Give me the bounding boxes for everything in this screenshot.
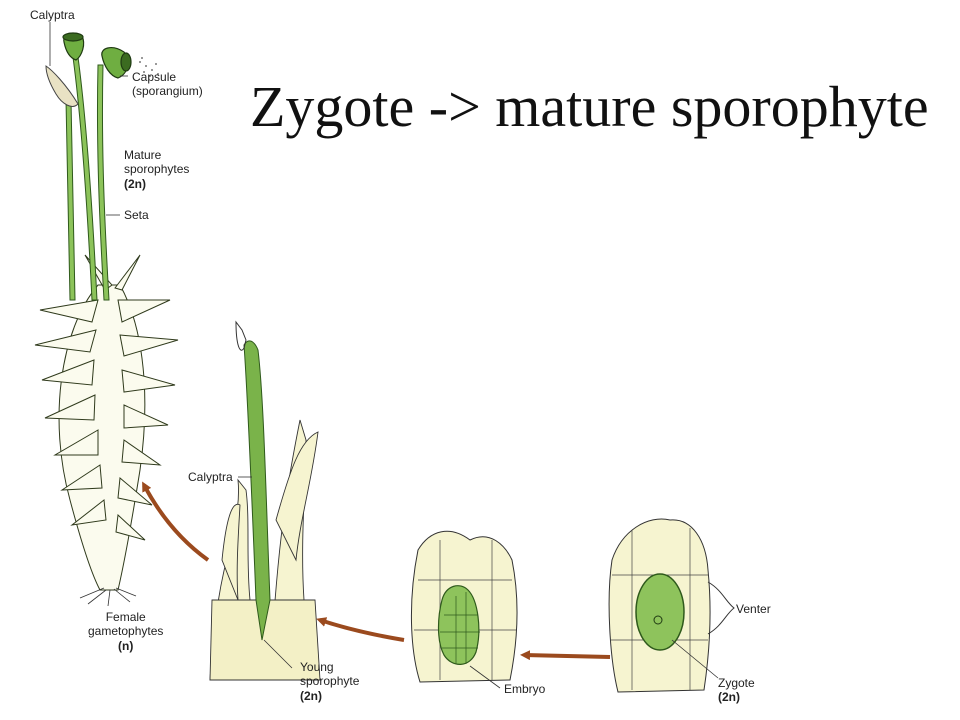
label-mature-sporophytes: Mature sporophytes (2n) [124, 148, 190, 191]
arrow-embryo-to-young [316, 617, 405, 642]
label-seta: Seta [124, 208, 149, 222]
young-sporophyte-plant [209, 320, 321, 681]
spores [139, 57, 159, 77]
young-sporophyte-stem [243, 340, 271, 641]
label-zygote: Zygote (2n) [718, 676, 755, 705]
arrow-young-to-mature [142, 481, 210, 562]
progression-arrows [142, 481, 611, 661]
zygote-nucleus [653, 615, 663, 625]
rhizoids [79, 587, 137, 607]
calyptra-top-shape [45, 65, 79, 107]
label-venter: Venter [736, 602, 771, 616]
label-calyptra-top: Calyptra [30, 8, 75, 22]
embryo [437, 585, 480, 665]
mature-moss-plant [34, 22, 179, 607]
archegonial-tissue [209, 419, 321, 681]
embryo-in-venter [410, 530, 518, 689]
arrow-zygote-to-embryo [520, 650, 611, 661]
leafy-gametophyte [34, 254, 179, 591]
label-capsule: Capsule (sporangium) [132, 70, 203, 99]
label-embryo: Embryo [504, 682, 546, 696]
label-calyptra-mid: Calyptra [188, 470, 233, 484]
label-female-gametophytes: Female gametophytes (n) [88, 610, 164, 653]
capsules [62, 32, 132, 79]
zygote-cell [635, 573, 685, 651]
venter-bracket [707, 581, 735, 635]
calyptra-cap [235, 320, 247, 351]
slide-title: Zygote -> mature sporophyte [250, 74, 929, 139]
setae [65, 49, 110, 301]
zygote-in-venter [608, 518, 735, 693]
label-young-sporophyte: Young sporophyte (2n) [300, 660, 360, 703]
